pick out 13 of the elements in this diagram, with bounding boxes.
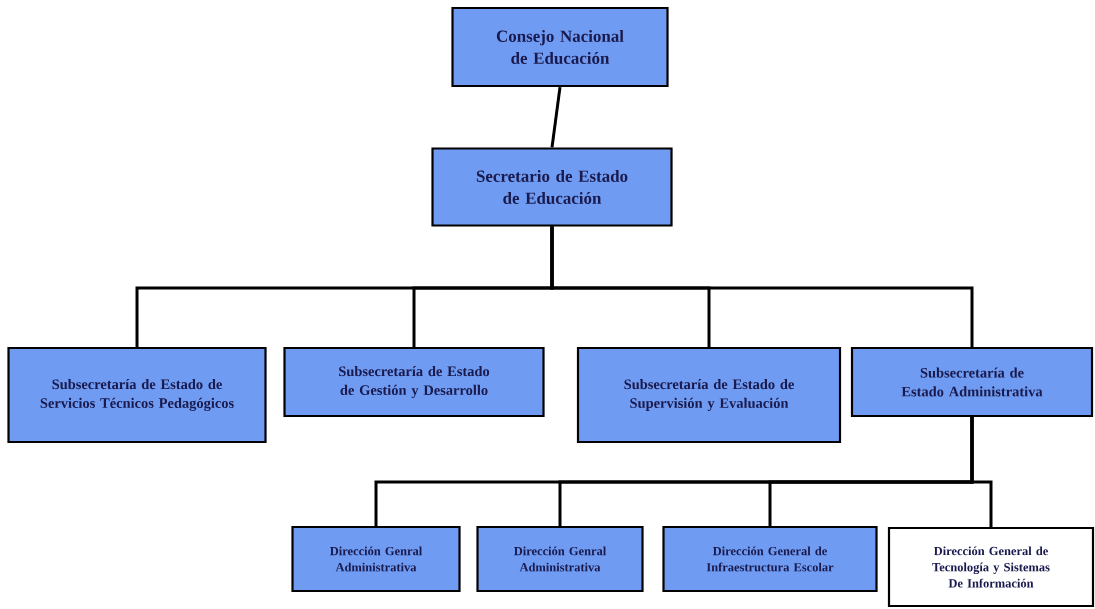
- connector-line: [970, 417, 993, 527]
- org-box: Consejo Nacional de Educación: [451, 6, 669, 88]
- org-box: Subsecretaría de Estado de Servicios Técnicos Pedagógicos: [7, 346, 267, 444]
- org-box: Dirección General de Tecnología y Sistemas De Información: [887, 526, 1095, 608]
- org-box: Subsecretaría de Estado de Supervisión y Evaluación: [576, 346, 842, 444]
- connector-line: [550, 86, 562, 148]
- org-box: Dirección General de Infraestructura Escolar: [662, 525, 878, 593]
- connector-line: [550, 226, 974, 347]
- org-box: Subsecretaría de Estado de Gestión y Desarrollo: [283, 346, 545, 418]
- org-box: Dirección Genral Administrativa: [291, 525, 461, 593]
- org-box: Dirección Genral Administrativa: [476, 525, 644, 593]
- org-box: Secretario de Estado de Educación: [431, 147, 673, 227]
- org-box: Subsecretaría de Estado Administrativa: [850, 346, 1094, 418]
